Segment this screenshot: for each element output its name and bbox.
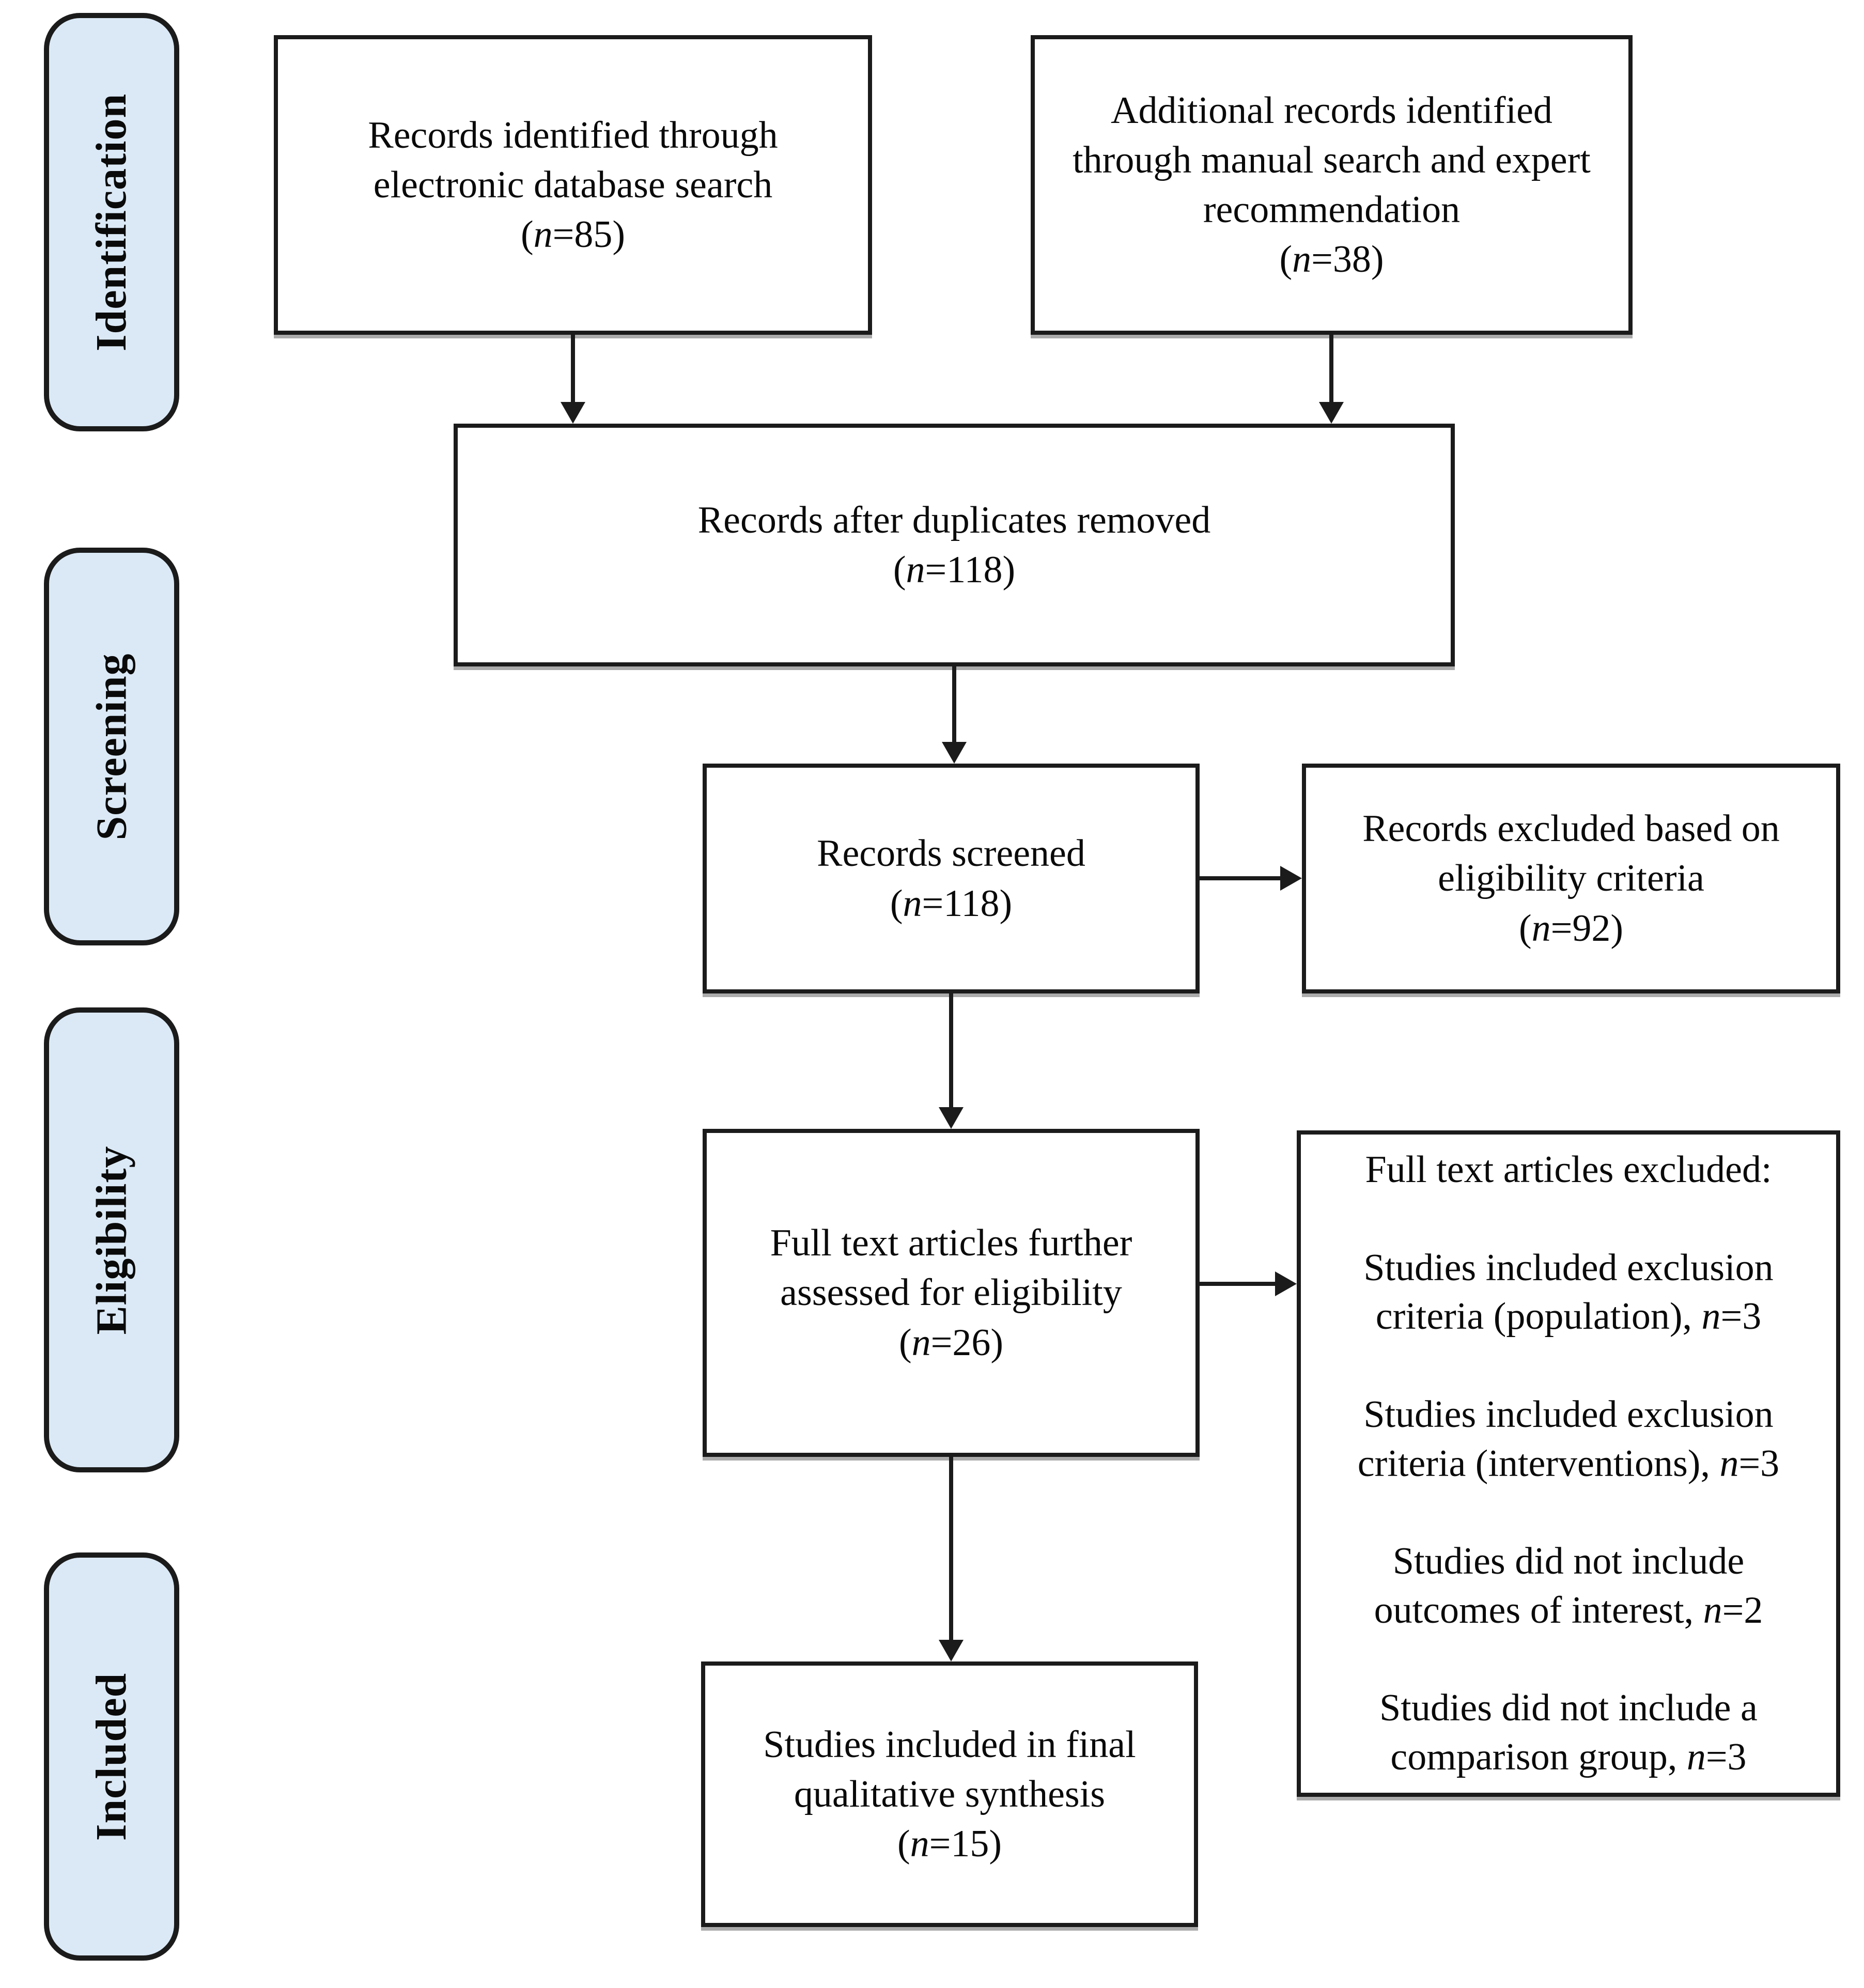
box-fulltext-excluded-text: Full text articles excluded:Studies incl… — [1357, 1148, 1780, 1778]
box-duplicates-removed: Records after duplicates removed(n=118) — [454, 424, 1455, 666]
arrow-down-head-icon — [939, 1640, 964, 1661]
arrow-right-head-icon — [1280, 866, 1302, 891]
stage-screening: Screening — [44, 548, 179, 945]
stage-included: Included — [44, 1552, 179, 1961]
arrow-down-head-icon — [939, 1107, 964, 1129]
arrow-line — [1199, 1282, 1276, 1286]
box-records-screened: Records screened(n=118) — [703, 764, 1200, 993]
arrow-line — [952, 665, 956, 743]
stage-eligibility: Eligibility — [44, 1007, 179, 1472]
stage-identification-label: Identification — [87, 93, 136, 351]
arrow-right-head-icon — [1275, 1271, 1297, 1296]
arrow-line — [949, 1456, 953, 1641]
arrow-down-head-icon — [942, 742, 967, 764]
arrow-line — [1329, 334, 1333, 403]
stage-screening-label: Screening — [87, 653, 136, 841]
stage-included-label: Included — [87, 1672, 136, 1841]
arrow-down-head-icon — [1319, 402, 1344, 424]
arrow-line — [949, 992, 953, 1108]
stage-identification: Identification — [44, 13, 179, 431]
box-records-screened-text: Records screened(n=118) — [817, 832, 1085, 925]
arrow-down-head-icon — [561, 402, 585, 424]
stage-eligibility-label: Eligibility — [87, 1145, 136, 1334]
arrow-line — [571, 334, 575, 403]
box-duplicates-removed-text: Records after duplicates removed(n=118) — [697, 499, 1211, 591]
arrow-line — [1199, 876, 1281, 880]
box-fulltext-excluded: Full text articles excluded:Studies incl… — [1297, 1130, 1840, 1797]
